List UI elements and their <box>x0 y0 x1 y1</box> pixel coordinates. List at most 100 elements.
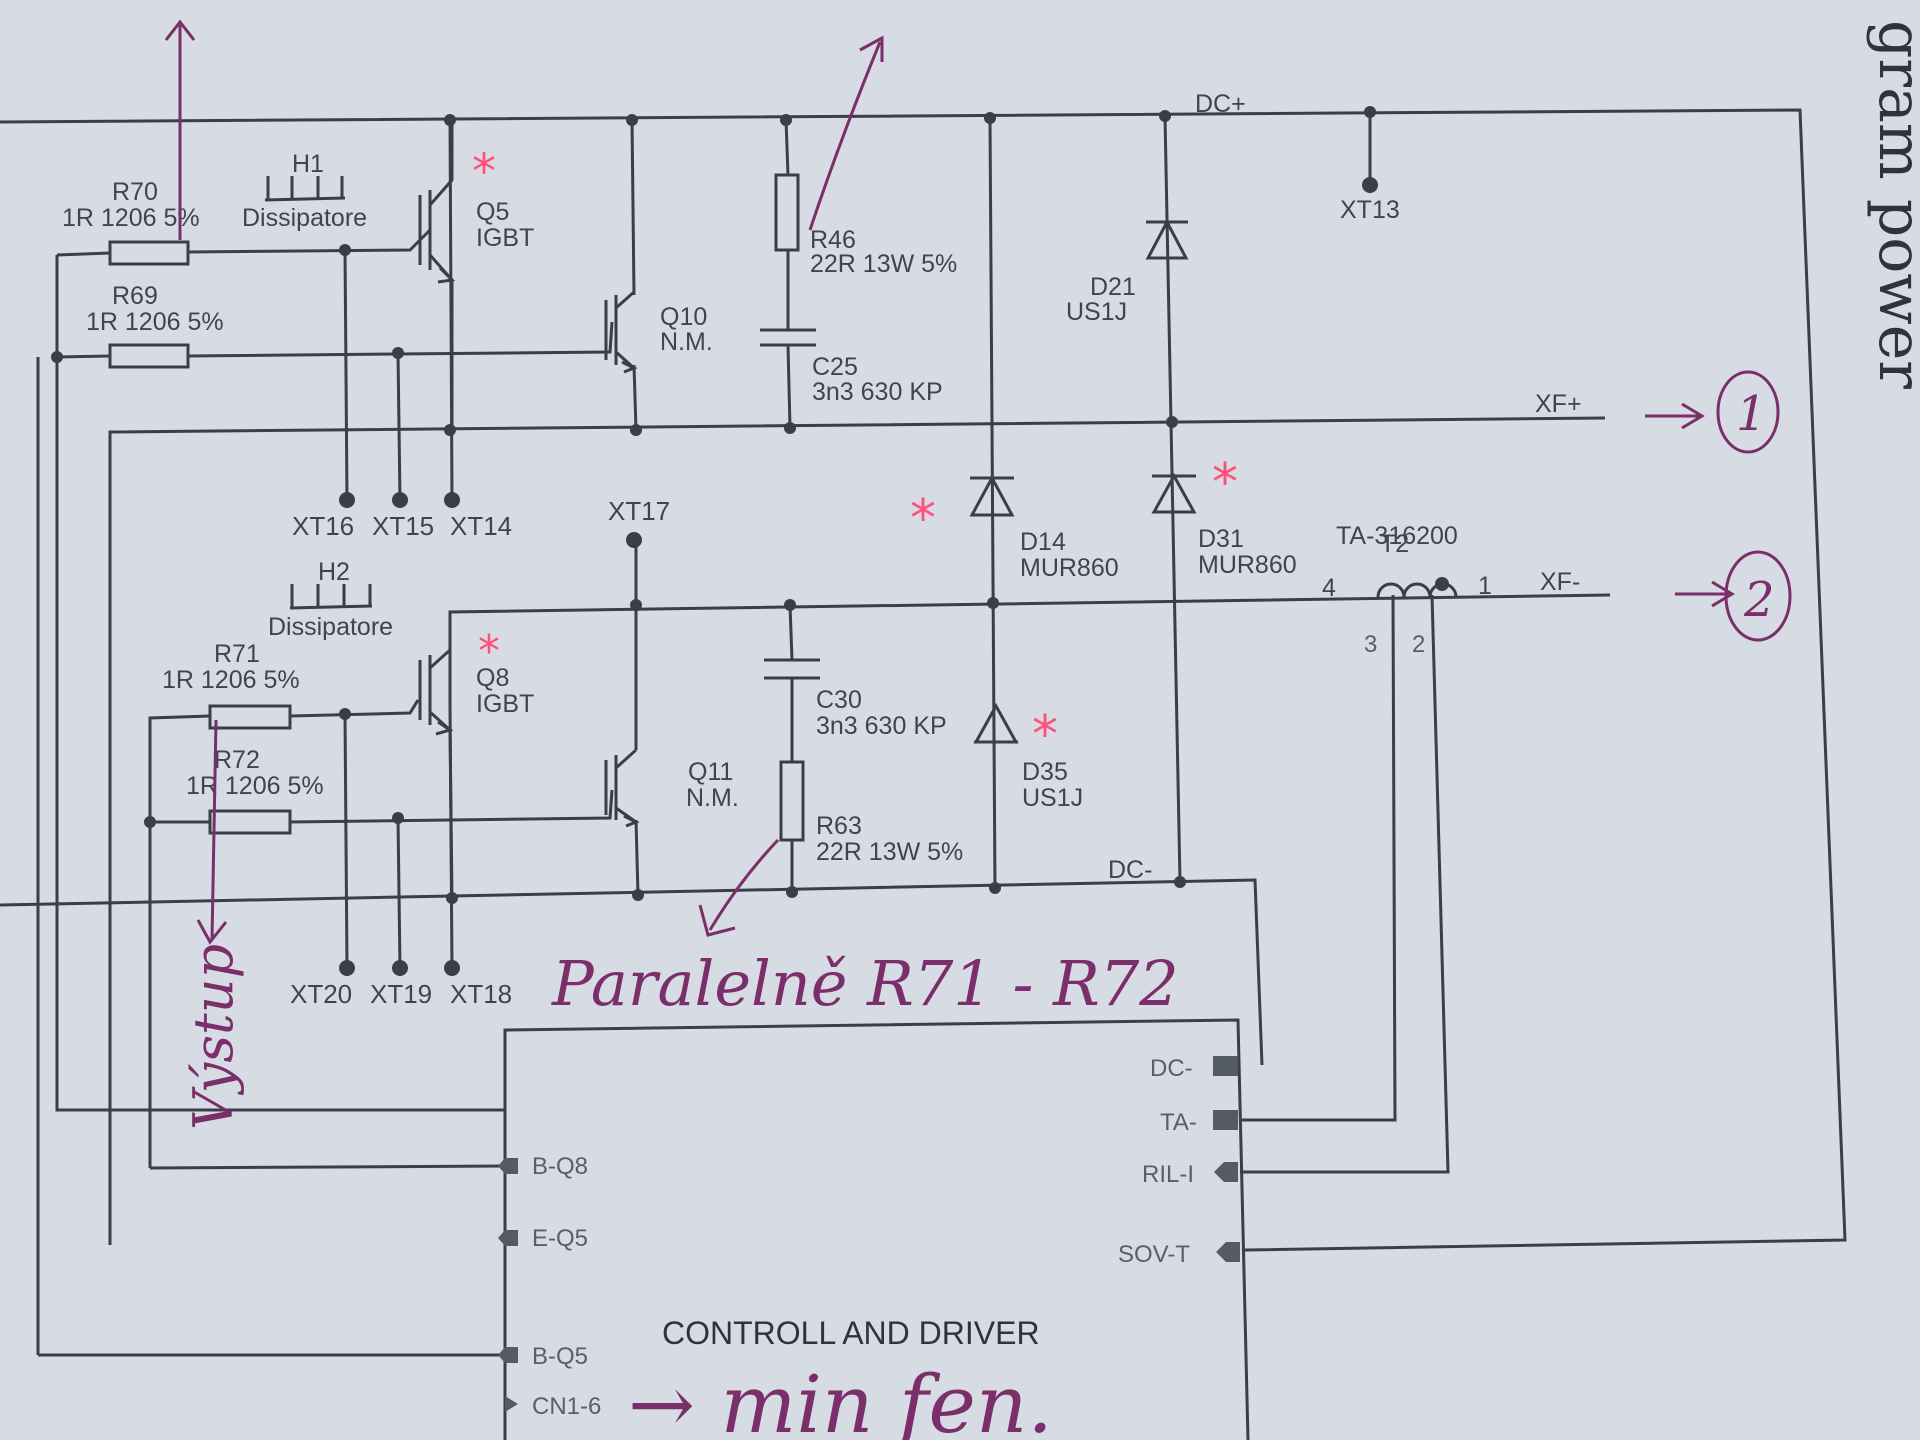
xt14-label: XT14 <box>450 511 512 541</box>
svg-text:R71: R71 <box>214 640 260 668</box>
pin-ta-minus: TA- <box>1160 1109 1197 1136</box>
svg-text:*: * <box>910 489 936 549</box>
svg-text:Q5: Q5 <box>476 198 509 226</box>
heatsink-h2: H2 Dissipatore <box>268 558 393 641</box>
xf-plus-label: XF+ <box>1535 390 1582 418</box>
note-cn: → min fen. <box>628 1358 1053 1440</box>
svg-text:IGBT: IGBT <box>476 690 534 718</box>
svg-text:D35: D35 <box>1022 758 1068 786</box>
svg-text:Q11: Q11 <box>688 758 733 786</box>
transistor-q8: Q8 IGBT <box>418 612 534 899</box>
svg-text:R63: R63 <box>816 812 862 840</box>
xf-minus-label: XF- <box>1540 568 1580 596</box>
svg-text:Q10: Q10 <box>660 303 707 331</box>
marker-stars: * * * * * <box>472 144 1238 765</box>
resistor-r70: R70 1R 1206 5% <box>62 178 200 266</box>
controller-right-pins: DC- TA- RIL-I SOV-T <box>1118 1055 1240 1268</box>
diode-d31: D31 MUR860 <box>1151 472 1297 579</box>
svg-text:R70: R70 <box>112 178 158 206</box>
svg-text:3: 3 <box>1364 631 1377 658</box>
wires <box>0 108 1847 1357</box>
svg-text:1R 1206 5%: 1R 1206 5% <box>62 204 200 232</box>
svg-text:1: 1 <box>1478 572 1492 600</box>
pin-e-q5: E-Q5 <box>532 1225 588 1252</box>
svg-text:Dissipatore: Dissipatore <box>268 613 393 641</box>
svg-text:H1: H1 <box>292 150 324 178</box>
svg-text:D31: D31 <box>1198 525 1244 553</box>
svg-text:1R 1206 5%: 1R 1206 5% <box>186 772 324 800</box>
svg-text:C30: C30 <box>816 686 862 714</box>
capacitor-c25: C25 3n3 630 KP <box>760 328 943 406</box>
svg-text:R46: R46 <box>810 226 856 254</box>
svg-text:Dissipatore: Dissipatore <box>242 204 367 232</box>
svg-text:*: * <box>1032 705 1058 765</box>
heatsink-h1: H1 Dissipatore <box>242 150 367 232</box>
transformer-t2: T2 TA-316200 4 1 3 2 <box>1322 522 1492 658</box>
pin-ril-i: RIL-I <box>1142 1161 1194 1188</box>
svg-text:*: * <box>478 626 500 677</box>
handwritten-notes: 1 2 Paralelně R71 - R72 Výstup → min fen… <box>164 19 1792 1440</box>
xt20-label: XT20 <box>290 979 352 1009</box>
pin-dc-minus: DC- <box>1150 1055 1193 1082</box>
svg-text:N.M.: N.M. <box>686 784 739 812</box>
pin-cn1-6: CN1-6 <box>532 1393 601 1420</box>
svg-text:N.M.: N.M. <box>660 328 713 356</box>
svg-text:22R 13W 5%: 22R 13W 5% <box>816 838 963 866</box>
transistor-q5: Q5 IGBT <box>418 120 534 430</box>
resistor-r69: R69 1R 1206 5% <box>86 282 224 369</box>
junction-dots <box>51 106 1376 904</box>
dc-minus-label: DC- <box>1108 856 1152 884</box>
svg-text:MUR860: MUR860 <box>1198 551 1297 579</box>
svg-text:*: * <box>1212 453 1238 513</box>
diode-d21: D21 US1J <box>1066 218 1189 326</box>
pin-sov-t: SOV-T <box>1118 1241 1190 1268</box>
note-out-1: 1 <box>1736 386 1767 442</box>
pin-b-q8: B-Q8 <box>532 1153 588 1180</box>
svg-text:IGBT: IGBT <box>476 224 534 252</box>
terminal-dots <box>339 177 1378 976</box>
svg-text:3n3 630 KP: 3n3 630 KP <box>816 712 947 740</box>
svg-text:3n3 630 KP: 3n3 630 KP <box>812 378 943 406</box>
svg-text:Q8: Q8 <box>476 664 509 692</box>
resistor-r72: R72 1R 1206 5% <box>186 746 324 835</box>
diode-d35: D35 US1J <box>973 702 1083 812</box>
svg-text:H2: H2 <box>318 558 350 586</box>
svg-text:*: * <box>472 144 496 200</box>
resistor-r63: R63 22R 13W 5% <box>779 760 963 866</box>
xt19-label: XT19 <box>370 979 432 1009</box>
svg-text:1R 1206 5%: 1R 1206 5% <box>162 666 300 694</box>
resistor-r71: R71 1R 1206 5% <box>162 640 300 730</box>
svg-text:D14: D14 <box>1020 528 1066 556</box>
transistor-q11: Q11 N.M. <box>604 748 739 828</box>
svg-text:TA-316200: TA-316200 <box>1336 522 1458 550</box>
note-side: Výstup <box>182 944 245 1130</box>
svg-text:R69: R69 <box>112 282 158 310</box>
xt13-label: XT13 <box>1340 196 1400 224</box>
diode-d14: D14 MUR860 <box>969 474 1119 582</box>
svg-text:US1J: US1J <box>1022 784 1083 812</box>
svg-text:22R 13W 5%: 22R 13W 5% <box>810 250 957 278</box>
capacitor-c30: C30 3n3 630 KP <box>764 658 947 740</box>
note-parallel: Paralelně R71 - R72 <box>551 947 1179 1020</box>
svg-text:2: 2 <box>1412 631 1425 658</box>
svg-text:R72: R72 <box>214 746 260 774</box>
controller-left-pins: B-Q8 E-Q5 B-Q5 CN1-6 <box>498 1153 601 1420</box>
resistor-r46: R46 22R 13W 5% <box>774 173 957 278</box>
note-out-2: 2 <box>1743 572 1775 628</box>
svg-text:US1J: US1J <box>1066 298 1127 326</box>
svg-text:T2: T2 <box>1380 530 1409 558</box>
dc-plus-label: DC+ <box>1195 90 1246 118</box>
pin-b-q5: B-Q5 <box>532 1343 588 1370</box>
svg-text:D21: D21 <box>1090 273 1136 301</box>
svg-text:1R 1206 5%: 1R 1206 5% <box>86 308 224 336</box>
svg-text:C25: C25 <box>812 353 858 381</box>
xt16-label: XT16 <box>292 511 354 541</box>
svg-text:MUR860: MUR860 <box>1020 554 1119 582</box>
xt17-label: XT17 <box>608 496 670 526</box>
xt18-label: XT18 <box>450 979 512 1009</box>
svg-text:4: 4 <box>1322 574 1336 602</box>
page-edge-title: gram power <box>1865 20 1920 389</box>
xt15-label: XT15 <box>372 511 434 541</box>
